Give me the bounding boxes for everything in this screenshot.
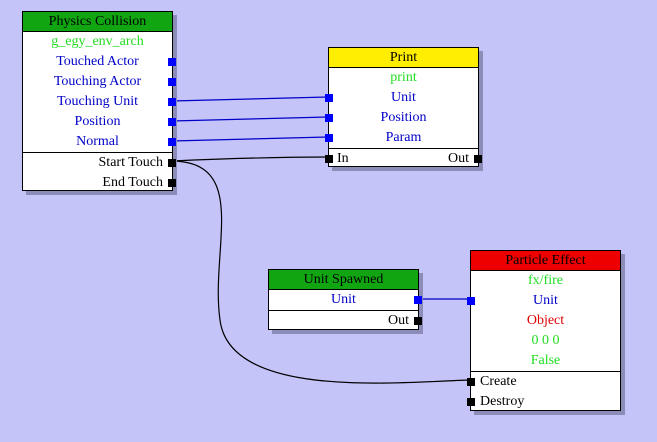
- flow-in-label: In: [337, 151, 349, 166]
- wire-touching-unit-to-print-unit[interactable]: [171, 96, 329, 102]
- wire-start-touch-to-particle-create[interactable]: [171, 160, 471, 384]
- param-offset: 0 0 0: [531, 333, 560, 348]
- action-create: Create: [467, 371, 620, 392]
- data-port-out[interactable]: [168, 78, 176, 86]
- node-param: g_egy_env_arch: [51, 34, 144, 49]
- output-position: Position: [23, 112, 176, 132]
- flow-port-in[interactable]: [467, 398, 475, 406]
- flow-out-label: Out: [388, 313, 409, 328]
- node-param: fx/fire: [528, 273, 563, 288]
- data-port-in[interactable]: [325, 94, 333, 102]
- port-label: Unit: [331, 292, 356, 307]
- data-port-out[interactable]: [414, 296, 422, 304]
- output-touched-actor: Touched Actor: [23, 52, 176, 72]
- output-normal: Normal: [23, 132, 176, 152]
- flow-row: In Out: [325, 148, 482, 169]
- port-label: Unit: [533, 293, 558, 308]
- node-title: Physics Collision: [23, 12, 172, 32]
- flow-port-out[interactable]: [168, 159, 176, 167]
- particle-effect-node[interactable]: Particle Effect fx/fire Unit Object 0 0 …: [467, 250, 621, 412]
- port-label: Normal: [76, 134, 119, 149]
- action-destroy: Destroy: [467, 392, 620, 412]
- event-start-touch: Start Touch: [23, 152, 176, 173]
- print-node[interactable]: Print print Unit Position Param In Out: [325, 47, 482, 169]
- data-port-out[interactable]: [168, 98, 176, 106]
- input-unit: Unit: [467, 291, 620, 311]
- unit-spawned-node[interactable]: Unit Spawned Unit Out: [268, 269, 422, 331]
- flow-port-out[interactable]: [474, 155, 482, 163]
- param-flag: False: [530, 353, 561, 368]
- event-end-touch: End Touch: [23, 173, 176, 193]
- data-port-out[interactable]: [168, 58, 176, 66]
- port-label: Create: [480, 374, 517, 389]
- data-port-out[interactable]: [168, 118, 176, 126]
- data-port-in[interactable]: [325, 114, 333, 122]
- flow-port-in[interactable]: [325, 155, 333, 163]
- input-position: Position: [325, 108, 478, 128]
- flow-row: Out: [269, 310, 422, 331]
- output-touching-unit: Touching Unit: [23, 92, 176, 112]
- physics-collision-node[interactable]: Physics Collision g_egy_env_arch Touched…: [22, 11, 176, 193]
- port-label: Position: [380, 110, 427, 125]
- port-label: Destroy: [480, 394, 525, 409]
- wire-normal-to-print-param[interactable]: [171, 136, 329, 142]
- flow-port-out[interactable]: [168, 179, 176, 187]
- flow-port-in[interactable]: [467, 378, 475, 386]
- data-port-out[interactable]: [168, 138, 176, 146]
- port-label: Position: [74, 114, 121, 129]
- port-label: Param: [385, 130, 422, 145]
- port-label: Touching Actor: [53, 74, 142, 89]
- output-touching-actor: Touching Actor: [23, 72, 176, 92]
- port-label: Start Touch: [98, 155, 163, 170]
- data-port-in[interactable]: [325, 134, 333, 142]
- flow-port-out[interactable]: [414, 317, 422, 325]
- port-label: Touching Unit: [56, 94, 139, 109]
- output-unit: Unit: [269, 290, 422, 310]
- port-label: End Touch: [102, 175, 163, 190]
- node-title: Print: [329, 48, 478, 68]
- data-port-in[interactable]: [467, 297, 475, 305]
- input-param: Param: [325, 128, 478, 148]
- wire-position-to-print-position[interactable]: [171, 116, 329, 122]
- node-title: Particle Effect: [471, 251, 620, 271]
- port-label: Unit: [391, 90, 416, 105]
- port-label: Touched Actor: [56, 54, 139, 69]
- wire-start-touch-to-print-in[interactable]: [171, 156, 329, 162]
- node-title: Unit Spawned: [269, 270, 418, 290]
- node-param: print: [390, 70, 417, 85]
- flow-out-label: Out: [448, 151, 469, 166]
- input-unit: Unit: [325, 88, 478, 108]
- input-object: Object: [526, 313, 565, 328]
